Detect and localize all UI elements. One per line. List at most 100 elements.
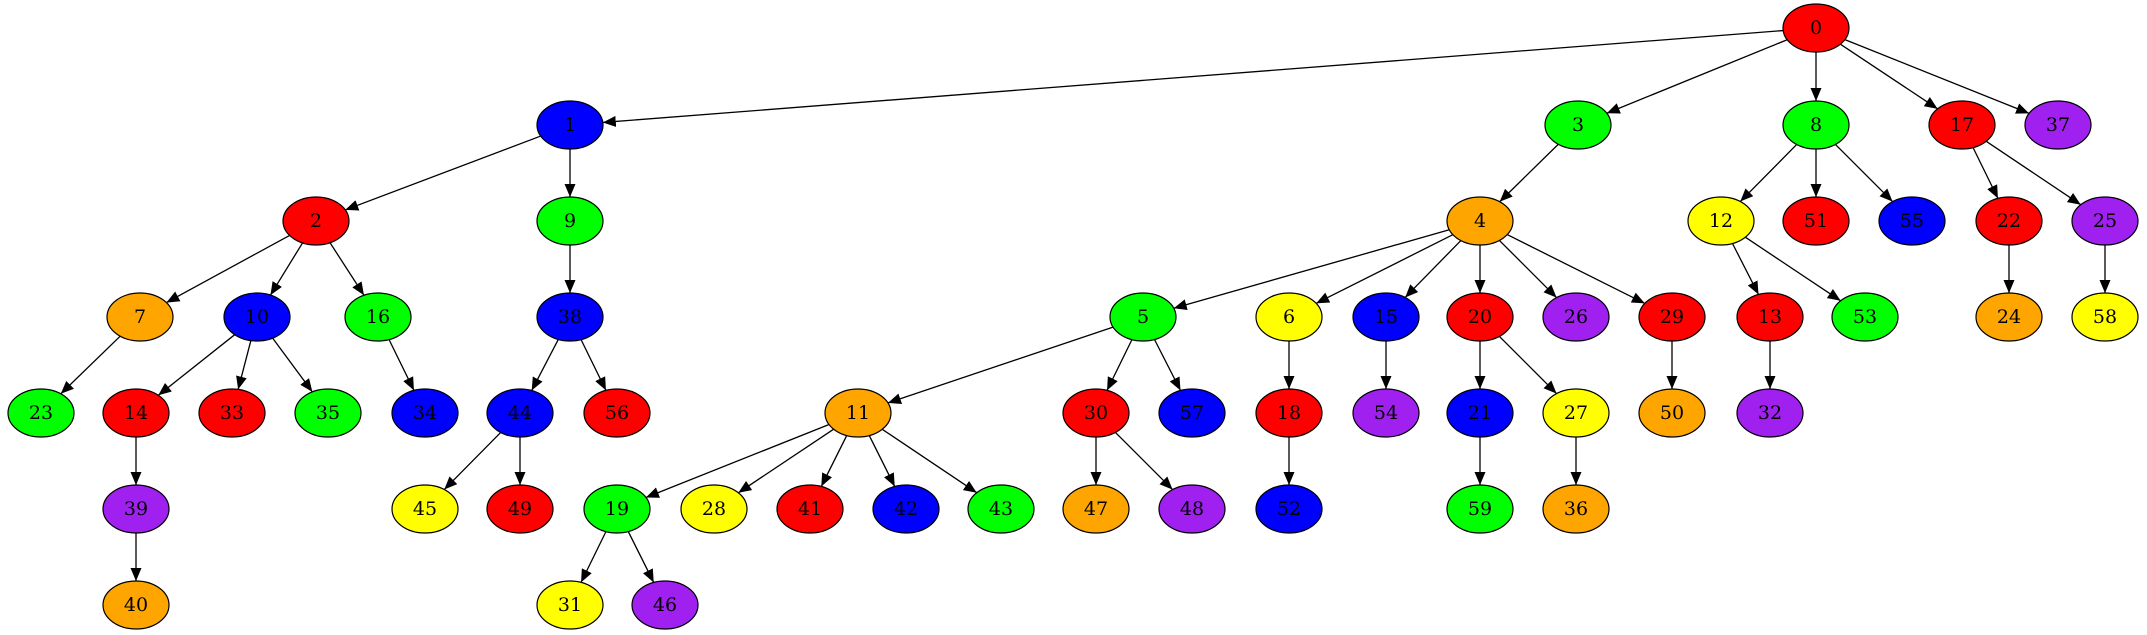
node-label-56: 56 (605, 402, 629, 424)
node-shape-37 (2024, 100, 2092, 150)
node-shape-56 (583, 388, 651, 438)
node-shape-30 (1062, 388, 1130, 438)
node-2: 2 (282, 196, 350, 246)
edge-11-43 (881, 428, 978, 494)
node-shape-45 (391, 484, 459, 534)
node-shape-42 (872, 484, 940, 534)
edge-8-12 (1739, 144, 1798, 202)
node-shape-31 (536, 580, 604, 630)
node-1: 1 (536, 100, 604, 150)
node-20: 20 (1446, 292, 1514, 342)
edge-0-3 (1606, 39, 1788, 114)
node-shape-0 (1782, 3, 1850, 53)
node-label-50: 50 (1660, 402, 1684, 424)
node-9: 9 (536, 196, 604, 246)
node-23: 23 (7, 388, 75, 438)
node-0: 0 (1782, 3, 1850, 53)
node-shape-35 (294, 388, 362, 438)
node-label-19: 19 (605, 498, 629, 520)
node-shape-27 (1542, 388, 1610, 438)
node-shape-25 (2071, 196, 2139, 246)
node-shape-29 (1638, 292, 1706, 342)
node-35: 35 (294, 388, 362, 438)
node-label-52: 52 (1277, 498, 1301, 520)
node-shape-24 (1975, 292, 2043, 342)
node-label-55: 55 (1900, 210, 1924, 232)
edge-1-2 (345, 135, 541, 211)
edge-3-4 (1499, 143, 1559, 203)
node-label-14: 14 (124, 402, 148, 424)
node-label-46: 46 (653, 594, 677, 616)
edge-4-5 (1173, 229, 1450, 310)
edge-4-29 (1506, 234, 1646, 304)
node-label-8: 8 (1810, 114, 1822, 136)
node-6: 6 (1255, 292, 1323, 342)
node-label-27: 27 (1564, 402, 1588, 424)
node-shape-34 (391, 388, 459, 438)
node-shape-21 (1446, 388, 1514, 438)
node-label-26: 26 (1564, 306, 1588, 328)
node-57: 57 (1158, 388, 1226, 438)
node-label-9: 9 (564, 210, 576, 232)
node-19: 19 (583, 484, 651, 534)
node-label-21: 21 (1468, 402, 1492, 424)
node-label-30: 30 (1084, 402, 1108, 424)
node-45: 45 (391, 484, 459, 534)
node-shape-5 (1109, 292, 1177, 342)
edge-44-45 (443, 432, 502, 490)
node-49: 49 (486, 484, 554, 534)
node-label-35: 35 (316, 402, 340, 424)
node-label-39: 39 (124, 498, 148, 520)
node-shape-2 (282, 196, 350, 246)
node-label-12: 12 (1709, 210, 1733, 232)
node-label-20: 20 (1468, 306, 1492, 328)
node-36: 36 (1542, 484, 1610, 534)
node-label-59: 59 (1468, 498, 1492, 520)
edge-38-44 (531, 339, 559, 391)
node-40: 40 (102, 580, 170, 630)
edge-0-17 (1840, 43, 1938, 110)
node-10: 10 (223, 292, 291, 342)
node-shape-40 (102, 580, 170, 630)
node-label-6: 6 (1283, 306, 1295, 328)
node-21: 21 (1446, 388, 1514, 438)
node-8: 8 (1782, 100, 1850, 150)
edge-19-31 (580, 531, 607, 583)
node-shape-18 (1255, 388, 1323, 438)
node-shape-59 (1446, 484, 1514, 534)
node-shape-3 (1544, 100, 1612, 150)
node-26: 26 (1542, 292, 1610, 342)
node-shape-44 (486, 388, 554, 438)
node-14: 14 (102, 388, 170, 438)
node-3: 3 (1544, 100, 1612, 150)
edge-11-42 (868, 435, 896, 487)
node-shape-8 (1782, 100, 1850, 150)
node-50: 50 (1638, 388, 1706, 438)
node-label-5: 5 (1137, 306, 1149, 328)
edge-5-11 (887, 326, 1114, 404)
node-48: 48 (1158, 484, 1226, 534)
edge-11-28 (737, 428, 835, 494)
node-shape-48 (1158, 484, 1226, 534)
edge-12-13 (1731, 243, 1760, 295)
node-shape-54 (1352, 388, 1420, 438)
node-label-10: 10 (245, 306, 269, 328)
node-shape-43 (967, 484, 1035, 534)
node-31: 31 (536, 580, 604, 630)
node-15: 15 (1352, 292, 1420, 342)
edge-38-56 (580, 339, 607, 391)
node-shape-46 (631, 580, 699, 630)
node-shape-9 (536, 196, 604, 246)
edge-30-48 (1114, 431, 1174, 491)
edge-7-23 (60, 335, 121, 395)
node-label-51: 51 (1804, 210, 1828, 232)
edge-5-57 (1153, 339, 1182, 391)
node-shape-19 (583, 484, 651, 534)
node-label-32: 32 (1758, 402, 1782, 424)
node-27: 27 (1542, 388, 1610, 438)
node-52: 52 (1255, 484, 1323, 534)
node-shape-22 (1975, 196, 2043, 246)
edges-layer (60, 29, 2111, 583)
edge-20-27 (1498, 335, 1558, 395)
node-5: 5 (1109, 292, 1177, 342)
